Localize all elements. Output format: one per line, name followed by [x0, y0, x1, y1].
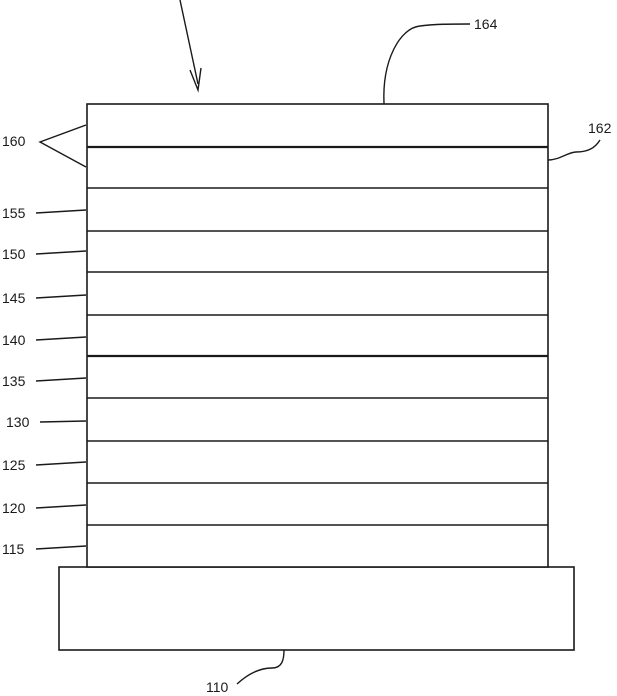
label-162: 162 — [588, 120, 612, 136]
label-130: 130 — [6, 414, 30, 430]
leader-115 — [36, 546, 86, 549]
leader-155 — [36, 210, 86, 213]
leader-140 — [36, 337, 86, 340]
leader-162 — [548, 140, 600, 160]
label-155: 155 — [2, 205, 26, 221]
substrate-110 — [59, 567, 574, 650]
leader-110 — [237, 650, 284, 684]
label-150: 150 — [2, 246, 26, 262]
label-120: 120 — [2, 500, 26, 516]
label-145: 145 — [2, 290, 26, 306]
label-164: 164 — [474, 16, 498, 32]
leader-125 — [36, 462, 86, 465]
leader-120 — [36, 505, 86, 508]
layer-stack — [87, 104, 548, 567]
leader-145 — [36, 295, 86, 298]
label-135: 135 — [2, 373, 26, 389]
leader-160 — [40, 125, 86, 167]
leader-150 — [36, 251, 86, 254]
incoming-arrow-shaft — [180, 0, 198, 84]
leader-164 — [384, 24, 470, 104]
label-125: 125 — [2, 457, 26, 473]
label-140: 140 — [2, 332, 26, 348]
leader-130 — [40, 421, 86, 422]
leader-135 — [36, 378, 86, 381]
label-110: 110 — [206, 679, 229, 695]
label-160: 160 — [2, 133, 26, 149]
label-115: 115 — [2, 541, 25, 557]
